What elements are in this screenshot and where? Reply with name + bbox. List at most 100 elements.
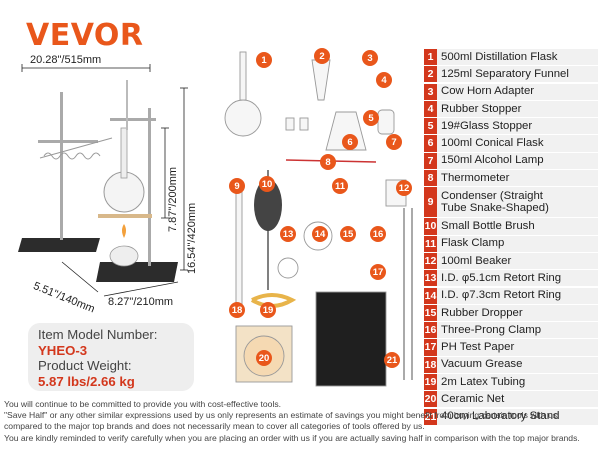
list-item-label: 100ml Conical Flask [437, 135, 598, 152]
product-weight-value: 5.87 lbs/2.66 kg [38, 373, 135, 389]
list-item-number: 13 [424, 270, 437, 287]
list-item-label: I.D. φ5.1cm Retort Ring [437, 270, 598, 287]
condenser [39, 137, 113, 160]
component-badge: 19 [260, 302, 276, 318]
list-item-label: Ceramic Net [437, 391, 598, 408]
list-item-label: Vacuum Grease [437, 356, 598, 373]
component-badge: 8 [320, 154, 336, 170]
component-badge: 10 [259, 176, 275, 192]
footnote-line: You are kindly reminded to verify carefu… [4, 432, 580, 443]
list-item-number: 6 [424, 135, 437, 152]
footnote-line: You will continue to be committed to pro… [4, 399, 282, 409]
list-item-number: 11 [424, 235, 437, 252]
list-item-label: Three-Prong Clamp [437, 322, 598, 339]
component-badge: 21 [384, 352, 400, 368]
list-item-number: 17 [424, 339, 437, 356]
list-item-label: PH Test Paper [437, 339, 598, 356]
list-item-number: 10 [424, 218, 437, 235]
height-total-dimension: 16.54"/420mm [186, 202, 198, 274]
list-item-number: 8 [424, 169, 437, 187]
component-badge: 2 [314, 48, 330, 64]
list-item-number: 14 [424, 287, 437, 304]
list-item-label: 500ml Distillation Flask [437, 49, 598, 66]
list-item-number: 21 [424, 408, 437, 425]
list-item-number: 16 [424, 322, 437, 339]
list-item-label: 150ml Alcohol Lamp [437, 152, 598, 169]
width-dimension: 20.28"/515mm [30, 54, 102, 66]
model-number-value: YHEO-3 [38, 342, 88, 358]
alcohol-lamp-assembled [109, 224, 139, 267]
component-badge: 16 [370, 226, 386, 242]
list-item-label: 125ml Separatory Funnel [437, 66, 598, 83]
retort-stand-sketch [403, 208, 413, 380]
list-item-number: 19 [424, 373, 437, 391]
lab-stand-left [18, 92, 100, 252]
component-badge: 20 [256, 350, 272, 366]
list-item-number: 4 [424, 100, 437, 117]
component-badge: 7 [386, 134, 402, 150]
distillation-flask-assembled [103, 80, 145, 213]
base-width-dimension: 8.27"/210mm [108, 296, 174, 308]
list-item-number: 7 [424, 152, 437, 169]
list-item-number: 20 [424, 391, 437, 408]
list-item-label: I.D. φ7.3cm Retort Ring [437, 287, 598, 304]
component-badge: 1 [256, 52, 272, 68]
list-item-label: Cow Horn Adapter [437, 83, 598, 100]
dimension-lines [21, 64, 188, 297]
list-item-label: 19#Glass Stopper [437, 118, 598, 135]
component-badge: 5 [363, 110, 379, 126]
model-number-label: Item Model Number: [38, 327, 158, 342]
component-badge: 6 [342, 134, 358, 150]
product-info-box: Item Model Number: YHEO-3 Product Weight… [28, 323, 194, 391]
component-badge: 15 [340, 226, 356, 242]
component-sketches [224, 51, 407, 387]
footnote-line: compared to the major top brands and doe… [4, 421, 425, 432]
component-badge: 9 [229, 178, 245, 194]
lab-stand-right [96, 108, 178, 282]
brand-logo: VEVOR [26, 18, 144, 53]
component-badge: 14 [312, 226, 328, 242]
list-item-number: 9 [424, 187, 437, 218]
list-item-number: 5 [424, 118, 437, 135]
list-item-label: Thermometer [437, 169, 598, 187]
list-item-number: 12 [424, 253, 437, 270]
component-badge: 18 [229, 302, 245, 318]
list-item-label-line2: Tube Snake-Shaped) [441, 202, 549, 215]
list-item-number: 15 [424, 304, 437, 321]
list-item-label: Flask Clamp [437, 235, 598, 252]
list-item-label: 100ml Beaker [437, 253, 598, 270]
ceramic-net-assembled [98, 214, 152, 218]
disclaimer-footnote: You will continue to be committed to pro… [4, 399, 598, 444]
product-weight-label: Product Weight: [38, 358, 132, 373]
list-item-label: Rubber Dropper [437, 304, 598, 321]
list-item-label: 40cm Laboratory Stand [437, 408, 598, 425]
list-item-label: 2m Latex Tubing [437, 373, 598, 391]
component-badge: 4 [376, 72, 392, 88]
list-item-number: 1 [424, 49, 437, 66]
list-item-label: Rubber Stopper [437, 100, 598, 117]
height-condenser-dimension: 7.87"/200mm [167, 166, 179, 232]
component-badge: 12 [396, 180, 412, 196]
list-item-number: 2 [424, 66, 437, 83]
component-badge: 3 [362, 50, 378, 66]
list-item-number: 3 [424, 83, 437, 100]
